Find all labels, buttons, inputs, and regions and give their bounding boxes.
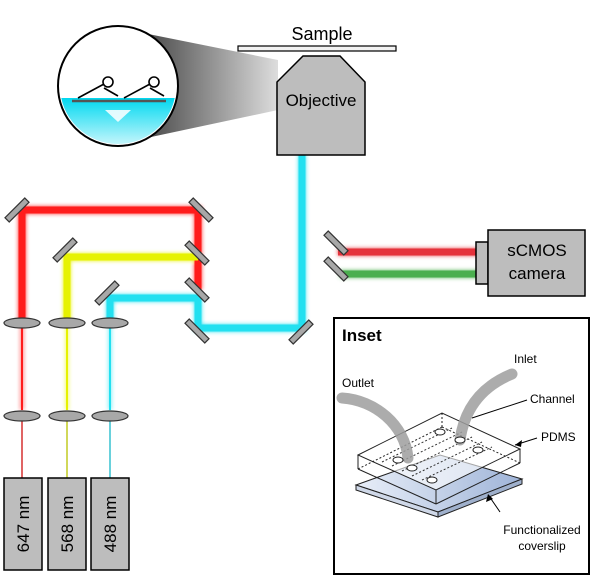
mirror (188, 197, 214, 223)
sample-slide (237, 45, 397, 52)
dichroic-mirror (323, 256, 349, 282)
laser-488-label: 488 nm (101, 496, 120, 553)
lenses (3, 317, 129, 422)
pdms-label: PDMS (541, 430, 576, 444)
molecule-icon (123, 76, 165, 99)
channel-pointer (471, 399, 528, 419)
inlet-label: Inlet (514, 352, 537, 366)
sample-label: Sample (291, 24, 352, 44)
mirror (94, 280, 120, 306)
lens (91, 317, 129, 329)
outlet-tube (336, 392, 414, 464)
mirror (288, 319, 314, 345)
ports (392, 428, 484, 484)
camera-label-line2: camera (509, 264, 566, 283)
mirror (4, 197, 30, 223)
beam-647 (22, 206, 202, 290)
lens (48, 317, 86, 329)
emission-beams (334, 154, 480, 278)
coverslip-label-line2: coverslip (518, 539, 566, 553)
lens (3, 317, 41, 329)
scmos-camera: sCMOS camera (475, 229, 586, 297)
mirror (52, 237, 78, 263)
laser-488: 488 nm (90, 477, 130, 571)
mirrors (4, 197, 349, 345)
inset-panel: Inset (333, 317, 590, 575)
channel-label: Channel (530, 392, 575, 406)
lens (48, 410, 86, 422)
pdms-block (356, 412, 522, 505)
laser-568: 568 nm (47, 477, 87, 571)
objective-label: Objective (286, 91, 357, 110)
coverslip-label-line1: Functionalized (503, 523, 580, 537)
inset-title: Inset (342, 326, 382, 345)
dichroic-mirror (323, 230, 349, 256)
lens (3, 410, 41, 422)
mirror (184, 240, 210, 266)
excitation-beams (18, 154, 306, 410)
lens (91, 410, 129, 422)
laser-568-label: 568 nm (58, 496, 77, 553)
molecule-icon (77, 76, 119, 99)
mirror (184, 277, 210, 303)
beam-488 (106, 154, 306, 332)
outlet-label: Outlet (342, 376, 375, 390)
laser-647: 647 nm (3, 477, 43, 571)
objective: Objective (276, 55, 366, 156)
beam-568 (63, 253, 198, 323)
inlet-tube (454, 368, 518, 446)
camera-label-line1: sCMOS (507, 241, 567, 260)
mirror (184, 318, 210, 344)
laser-647-label: 647 nm (14, 496, 33, 553)
